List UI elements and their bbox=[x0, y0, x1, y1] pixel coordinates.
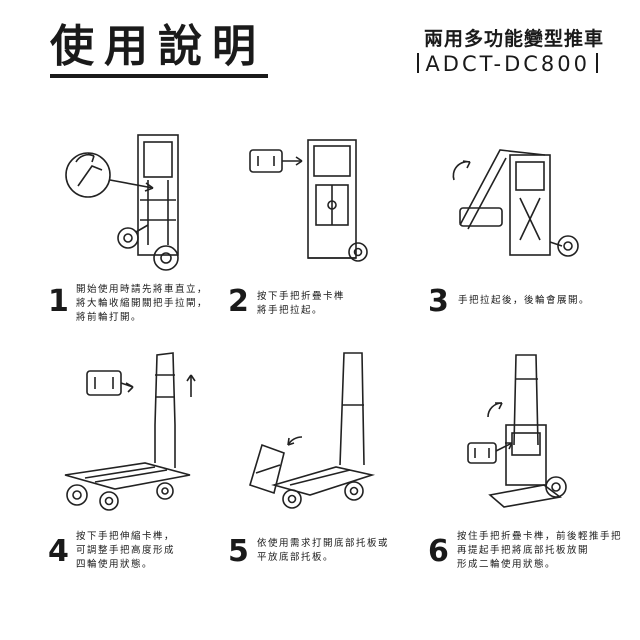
step-3-caption: 手把拉起後，後輪會展開。 bbox=[458, 294, 590, 308]
step-4-line-3: 四輪使用狀態。 bbox=[76, 559, 154, 570]
step-6-line-1: 按住手把折疊卡榫，前後輕推手把 bbox=[457, 531, 623, 542]
step-5-number: 5 bbox=[228, 534, 249, 569]
model-bar-left bbox=[417, 53, 420, 73]
title-underline bbox=[50, 74, 268, 78]
step-2: 2 按下手把折疊卡榫 將手把拉起。 bbox=[0, 130, 640, 340]
step-4-illustration bbox=[64, 352, 196, 511]
step-6-illustration bbox=[467, 354, 567, 508]
step-5: 5 依使用需求打開底部托板或 平放底部托板。 bbox=[0, 345, 640, 575]
step-2-caption: 按下手把折疊卡榫 將手把拉起。 bbox=[257, 290, 345, 318]
step-5-illustration bbox=[249, 352, 376, 509]
step-1-caption: 開始使用時請先將車直立， 將大輪收縮開關把手拉閘， 將前輪打開。 bbox=[76, 283, 208, 325]
model-bar-right bbox=[596, 53, 598, 73]
step-2-line-1: 按下手把折疊卡榫 bbox=[257, 291, 346, 302]
step-4-number: 4 bbox=[48, 534, 69, 569]
step-6-line-3: 形成二輪使用狀態。 bbox=[457, 559, 557, 570]
step-6-number: 6 bbox=[428, 534, 449, 569]
step-2-illustration bbox=[249, 139, 368, 262]
step-6: 6 按住手把折疊卡榫，前後輕推手把 再提起手把將底部托板放開 形成二輪使用狀態。 bbox=[0, 345, 640, 575]
model-number-text: ADCT-DC800 bbox=[425, 52, 590, 76]
step-3-number: 3 bbox=[428, 284, 449, 319]
step-1-line-3: 將前輪打開。 bbox=[76, 312, 143, 323]
step-4-line-2: 可調整手把高度形成 bbox=[76, 545, 176, 556]
step-6-line-2: 再提起手把將底部托板放開 bbox=[457, 545, 590, 556]
step-1-number: 1 bbox=[48, 284, 69, 319]
step-5-line-1: 依使用需求打開底部托板或 bbox=[257, 538, 390, 549]
step-1-line-2: 將大輪收縮開關把手拉閘， bbox=[76, 298, 209, 309]
step-5-line-2: 平放底部托板。 bbox=[257, 552, 335, 563]
step-2-line-2: 將手把拉起。 bbox=[257, 305, 324, 316]
step-3-line-1: 手把拉起後，後輪會展開。 bbox=[458, 295, 591, 306]
step-4: 4 按下手把伸縮卡榫， 可調整手把高度形成 四輪使用狀態。 bbox=[0, 345, 640, 575]
step-1-line-1: 開始使用時請先將車直立， bbox=[76, 284, 209, 295]
page-title: 使用說明 bbox=[50, 21, 266, 72]
step-3-illustration bbox=[452, 149, 579, 257]
step-4-caption: 按下手把伸縮卡榫， 可調整手把高度形成 四輪使用狀態。 bbox=[76, 530, 175, 572]
model-number: ADCT-DC800 bbox=[411, 52, 604, 76]
step-4-line-1: 按下手把伸縮卡榫， bbox=[76, 531, 176, 542]
step-1-illustration bbox=[65, 134, 179, 271]
step-2-number: 2 bbox=[228, 284, 249, 319]
step-6-caption: 按住手把折疊卡榫，前後輕推手把 再提起手把將底部托板放開 形成二輪使用狀態。 bbox=[457, 530, 622, 572]
step-1: 1 開始使用時請先將車直立， 將大輪收縮開關把手拉閘， 將前輪打開。 bbox=[0, 130, 640, 340]
product-name: 兩用多功能變型推車 bbox=[423, 28, 604, 50]
step-5-caption: 依使用需求打開底部托板或 平放底部托板。 bbox=[257, 537, 389, 565]
step-3: 3 手把拉起後，後輪會展開。 bbox=[0, 130, 640, 340]
